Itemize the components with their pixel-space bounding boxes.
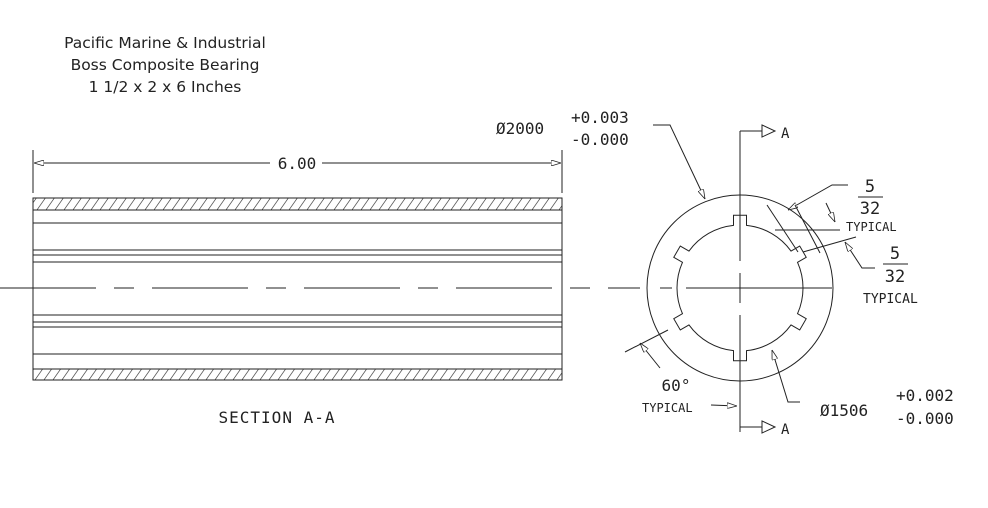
title-line-1: Pacific Marine & Industrial (64, 34, 266, 52)
length-dimension: 6.00 (278, 154, 317, 173)
angle-leader (640, 343, 661, 369)
land-numerator: 5 (890, 244, 900, 264)
outer-dia-leader (653, 124, 705, 199)
section-mark-bottom: A (781, 422, 790, 438)
groove-denominator: 32 (860, 199, 880, 219)
end-view (624, 124, 875, 434)
hatched-wall-top (32, 197, 563, 211)
inner-dia-value: Ø1506 (820, 401, 868, 420)
inner-diameter-callout: Ø1506 +0.002 -0.000 (820, 386, 954, 428)
section-mark-top: A (781, 126, 790, 142)
groove-leader (788, 184, 848, 210)
section-label: SECTION A-A (219, 408, 336, 427)
land-denominator: 32 (885, 267, 905, 287)
land-leader (845, 242, 875, 269)
outer-dia-value: Ø2000 (496, 119, 544, 138)
land-note: TYPICAL (863, 292, 918, 307)
outer-tol-plus: +0.003 (571, 108, 629, 127)
land-width-callout: 5 32 TYPICAL (863, 244, 918, 307)
groove-width-callout: 5 32 TYPICAL (846, 177, 897, 234)
outer-diameter-callout: Ø2000 +0.003 -0.000 (496, 108, 629, 149)
inner-tol-plus: +0.002 (896, 386, 954, 405)
drawing-title: Pacific Marine & Industrial Boss Composi… (20, 32, 310, 98)
title-line-2: Boss Composite Bearing (70, 56, 260, 74)
groove-numerator: 5 (865, 177, 875, 197)
title-line-3: 1 1/2 x 2 x 6 Inches (88, 78, 242, 96)
outer-tol-minus: -0.000 (571, 130, 629, 149)
angle-value: 60° (662, 376, 691, 395)
angle-note: TYPICAL (642, 401, 693, 415)
angle-callout: 60° TYPICAL (642, 376, 693, 415)
inner-keyed-profile (673, 214, 807, 362)
inner-tol-minus: -0.000 (896, 409, 954, 428)
inner-dia-leader (771, 350, 800, 403)
groove-note: TYPICAL (846, 220, 897, 234)
hatched-wall-bottom (32, 368, 563, 381)
section-view (0, 150, 640, 381)
